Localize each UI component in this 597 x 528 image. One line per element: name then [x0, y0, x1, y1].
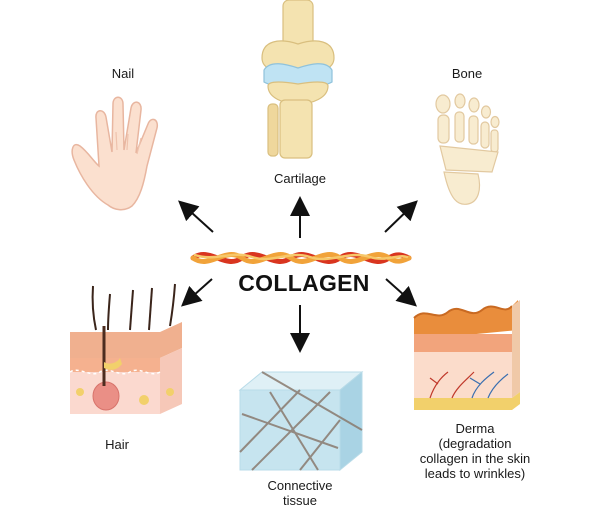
label-derma-line1: Derma: [455, 421, 495, 436]
label-bone: Bone: [451, 66, 483, 81]
foot-bones-icon: [435, 93, 500, 205]
collagen-fiber-icon: [190, 252, 412, 264]
label-connective-tissue: Connective tissue: [245, 478, 355, 508]
label-nail: Nail: [111, 66, 135, 81]
arrow-to-hair: [181, 278, 213, 307]
label-derma-line2: (degradation: [438, 436, 512, 451]
label-connective-line2: tissue: [283, 493, 317, 508]
label-connective-line1: Connective: [267, 478, 333, 493]
label-hair: Hair: [105, 437, 129, 452]
arrow-to-derma: [385, 278, 417, 307]
label-derma: Derma (degradation collagen in the skin …: [390, 421, 560, 481]
arrow-to-bone: [384, 200, 418, 233]
connective-tissue-cube-icon: [238, 370, 364, 472]
label-derma-line3: collagen in the skin: [419, 451, 531, 466]
hand-icon: [71, 96, 159, 211]
collagen-title: COLLAGEN: [238, 270, 370, 296]
derma-skin-icon: [413, 300, 520, 410]
label-cartilage: Cartilage: [273, 171, 327, 186]
knee-joint-icon: [261, 0, 335, 159]
arrows: [178, 196, 418, 353]
arrow-to-nail: [178, 200, 214, 233]
label-derma-line4: leads to wrinkles): [424, 466, 526, 481]
hair-follicle-icon: [69, 283, 182, 414]
